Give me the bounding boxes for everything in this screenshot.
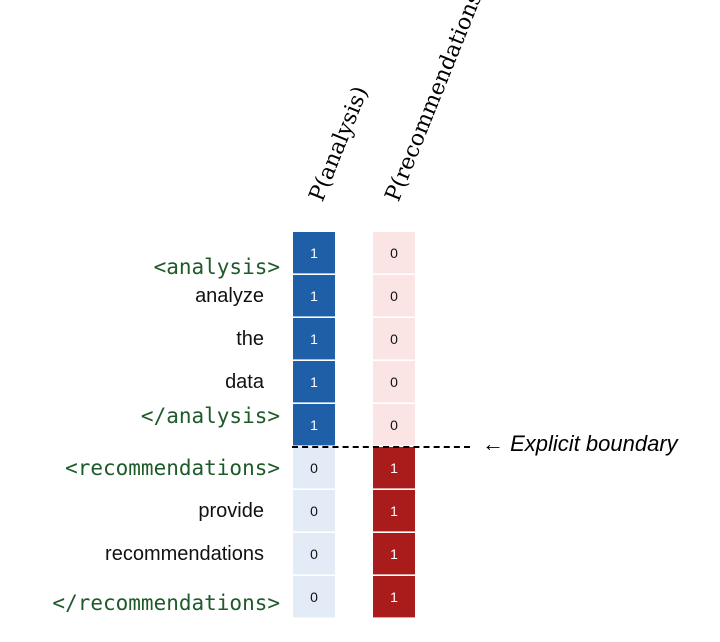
- p-recommendations-cell: 0: [373, 318, 415, 360]
- boundary-label-text: Explicit boundary: [510, 431, 678, 456]
- p-analysis-cell: 0: [293, 533, 335, 575]
- token-label: analyze: [195, 285, 264, 307]
- boundary-annotation: ← Explicit boundary: [482, 431, 678, 457]
- left-arrow-icon: ←: [482, 431, 504, 456]
- token-label: data: [225, 371, 264, 393]
- token-label: </analysis>: [140, 404, 280, 428]
- p-analysis-cell: 1: [293, 318, 335, 360]
- token-label: <recommendations>: [65, 456, 280, 480]
- token-label: the: [236, 328, 264, 350]
- p-recommendations-cell: 0: [373, 404, 415, 446]
- header-p-analysis: P(analysis): [304, 83, 374, 205]
- p-analysis-cell: 0: [293, 490, 335, 532]
- p-recommendations-cell: 1: [373, 447, 415, 489]
- p-analysis-cell: 1: [293, 232, 335, 274]
- p-analysis-cell: 0: [293, 447, 335, 489]
- token-label: </recommendations>: [52, 591, 280, 615]
- p-analysis-cell: 1: [293, 361, 335, 403]
- boundary-dashed-line: [292, 446, 470, 448]
- p-recommendations-cell: 1: [373, 490, 415, 532]
- p-recommendations-cell: 0: [373, 232, 415, 274]
- token-label: provide: [198, 500, 264, 522]
- p-analysis-cell: 1: [293, 404, 335, 446]
- header-p-recommendations: P(recommendations): [380, 0, 491, 206]
- p-recommendations-cell: 1: [373, 533, 415, 575]
- token-label: <analysis>: [153, 255, 280, 279]
- p-recommendations-cell: 1: [373, 576, 415, 618]
- p-analysis-cell: 1: [293, 275, 335, 317]
- p-recommendations-cell: 0: [373, 275, 415, 317]
- token-label: recommendations: [105, 543, 264, 565]
- p-recommendations-cell: 0: [373, 361, 415, 403]
- p-analysis-cell: 0: [293, 576, 335, 618]
